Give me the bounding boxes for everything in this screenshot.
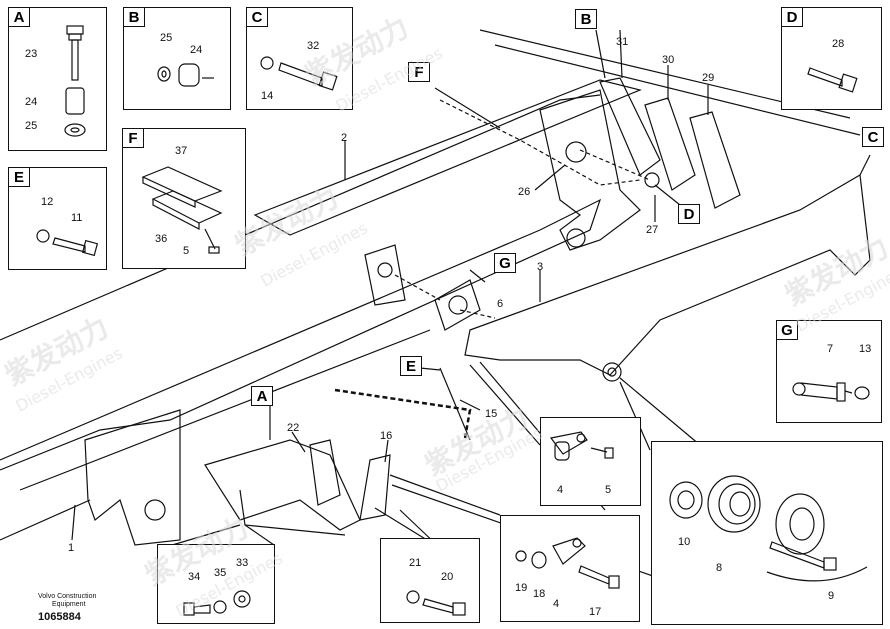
- callout-e: E: [400, 356, 422, 376]
- label-5: 5: [605, 484, 612, 496]
- box-letter-g: G: [776, 320, 798, 340]
- label-23: 23: [25, 48, 38, 60]
- bushing-24-icon: [157, 63, 214, 87]
- callout-b: B: [575, 9, 597, 29]
- plate-part-6: [434, 279, 481, 331]
- detail-box-f: F 37 36 5: [122, 128, 246, 269]
- label-4: 4: [553, 598, 560, 610]
- beam-part-2: [253, 79, 642, 236]
- label-1: 1: [68, 542, 75, 554]
- detail-box-a: A 23 24 25: [8, 7, 107, 151]
- detail-box-19-17: 19 18 4 17: [500, 515, 640, 622]
- label-32: 32: [307, 40, 320, 52]
- label-30: 30: [662, 54, 675, 66]
- bracket-part-26: [539, 89, 641, 251]
- label-15: 15: [485, 408, 498, 420]
- detail-box-c: C 32 14: [246, 7, 353, 110]
- label-24: 24: [190, 44, 203, 56]
- label-8: 8: [716, 562, 723, 574]
- callout-f: F: [408, 62, 430, 82]
- label-16: 16: [380, 430, 393, 442]
- label-27: 27: [646, 224, 659, 236]
- label-19: 19: [515, 582, 528, 594]
- box-letter-b: B: [123, 7, 145, 27]
- label-10: 10: [678, 536, 691, 548]
- pin-18-icon: [515, 537, 620, 589]
- detail-box-b: B 25 24: [123, 7, 231, 110]
- detail-box-washers: 34 35 33: [157, 544, 275, 624]
- label-14: 14: [261, 90, 274, 102]
- brand-line-2: Equipment: [52, 601, 86, 608]
- label-34: 34: [188, 571, 201, 583]
- label-12: 12: [41, 196, 54, 208]
- fitting-7-icon: [792, 382, 870, 402]
- plate-30: [644, 97, 696, 191]
- label-17: 17: [589, 606, 602, 618]
- detail-box-4-5: 4 5: [540, 417, 641, 506]
- detail-box-d: D 28: [781, 7, 882, 110]
- brand-line-1: Volvo Construction: [38, 593, 97, 600]
- bolt-32-icon: [260, 56, 338, 91]
- bolt-28-icon: [807, 67, 858, 93]
- label-33: 33: [236, 557, 249, 569]
- label-20: 20: [441, 571, 454, 583]
- pad-36-37-icon: [141, 166, 223, 254]
- callout-d: D: [678, 204, 700, 224]
- box-letter-f: F: [122, 128, 144, 148]
- label-22: 22: [287, 422, 300, 434]
- box-letter-d: D: [781, 7, 803, 27]
- bolt-20-icon: [406, 590, 466, 616]
- label-11: 11: [71, 212, 83, 224]
- label-25: 25: [25, 120, 38, 132]
- detail-box-21-20: 21 20: [380, 538, 480, 623]
- label-21: 21: [409, 557, 422, 569]
- arm-part-3: [464, 174, 871, 376]
- bolt-11-icon: [36, 229, 99, 257]
- part-number: 1065884: [38, 611, 81, 623]
- box-letter-e: E: [8, 167, 30, 187]
- label-18: 18: [533, 588, 546, 600]
- label-29: 29: [702, 72, 715, 84]
- label-28: 28: [832, 38, 845, 50]
- bolt-23-icon: [64, 25, 86, 137]
- callout-c: C: [862, 127, 884, 147]
- label-9: 9: [828, 590, 835, 602]
- label-31: 31: [616, 36, 629, 48]
- detail-box-g: G 7 13: [776, 320, 882, 423]
- label-7: 7: [827, 343, 834, 355]
- bracket-part-22: [204, 439, 361, 531]
- box-letter-c: C: [246, 7, 268, 27]
- pin-4-icon: [549, 431, 614, 461]
- label-37: 37: [175, 145, 188, 157]
- detail-box-e: E 12 11: [8, 167, 107, 270]
- label-5: 5: [183, 245, 190, 257]
- label-25: 25: [160, 32, 173, 44]
- label-3: 3: [537, 261, 544, 273]
- bearing-8-icon: [669, 475, 868, 582]
- detail-box-10-8-9: 10 8 9: [651, 441, 883, 625]
- box-letter-a: A: [8, 7, 30, 27]
- label-6: 6: [497, 298, 504, 310]
- label-35: 35: [214, 567, 227, 579]
- callout-a: A: [251, 386, 273, 406]
- bolt-34-icon: [183, 590, 251, 616]
- callout-g: G: [494, 253, 516, 273]
- label-26: 26: [518, 186, 531, 198]
- plate-29: [689, 111, 741, 209]
- label-24: 24: [25, 96, 38, 108]
- plate-31: [599, 77, 661, 176]
- label-2: 2: [341, 132, 348, 144]
- frame-part-1: [84, 409, 181, 546]
- label-4: 4: [557, 484, 564, 496]
- label-36: 36: [155, 233, 168, 245]
- pin-part-15: [439, 367, 471, 441]
- label-13: 13: [859, 343, 872, 355]
